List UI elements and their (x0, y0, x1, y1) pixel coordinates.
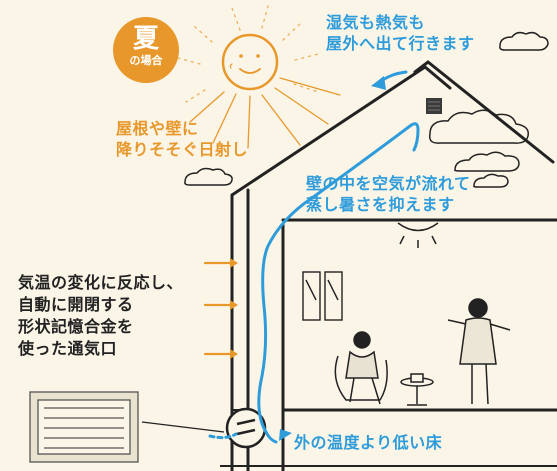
label-wall-airflow: 壁の中を空気が流れて 蒸し暑さを抑えます (306, 173, 471, 215)
table-illustration (400, 373, 434, 406)
label-wall-airflow-line1: 壁の中を空気が流れて (306, 174, 471, 193)
label-exhaust-line1: 湿気も熱気も (326, 13, 426, 32)
label-vent: 気温の変化に反応し、 自動に開閉する 形状記憶合金を 使った通気口 (18, 272, 183, 360)
heat-arrows (203, 258, 238, 359)
label-sunlight-line1: 屋根や壁に (116, 119, 199, 138)
sunbeams (189, 77, 341, 149)
label-exhaust-line2: 屋外へ出て行きます (326, 34, 475, 53)
sun-icon (221, 33, 279, 91)
attic-vent-icon (426, 98, 442, 114)
badge-title: 夏 (132, 24, 159, 54)
clouds (184, 31, 549, 188)
ceiling-lamp-icon (397, 222, 439, 248)
label-vent-line3: 形状記憶合金を (18, 317, 134, 336)
label-wall-airflow-line2: 蒸し暑さを抑えます (306, 195, 455, 214)
airflow-arrow (208, 70, 420, 444)
label-vent-line4: 使った通気口 (18, 339, 118, 358)
vent-magnifier (141, 407, 267, 449)
badge-subtitle: の場合 (129, 54, 163, 67)
sun-glow (177, 5, 319, 103)
label-vent-line2: 自動に開閉する (18, 295, 134, 314)
season-badge: 夏 の場合 (113, 17, 179, 83)
label-exhaust: 湿気も熱気も 屋外へ出て行きます (326, 12, 475, 54)
seated-person-illustration (334, 331, 388, 405)
label-floor: 外の温度より低い床 (294, 433, 443, 452)
label-sunlight-line2: 降りそそぐ日射し (116, 140, 249, 159)
label-vent-line1: 気温の変化に反応し、 (18, 273, 184, 292)
label-sunlight: 屋根や壁に 降りそそぐ日射し (116, 118, 248, 160)
standing-person-illustration (447, 298, 511, 405)
windows (302, 271, 343, 321)
wall-vent-icon (29, 391, 139, 463)
